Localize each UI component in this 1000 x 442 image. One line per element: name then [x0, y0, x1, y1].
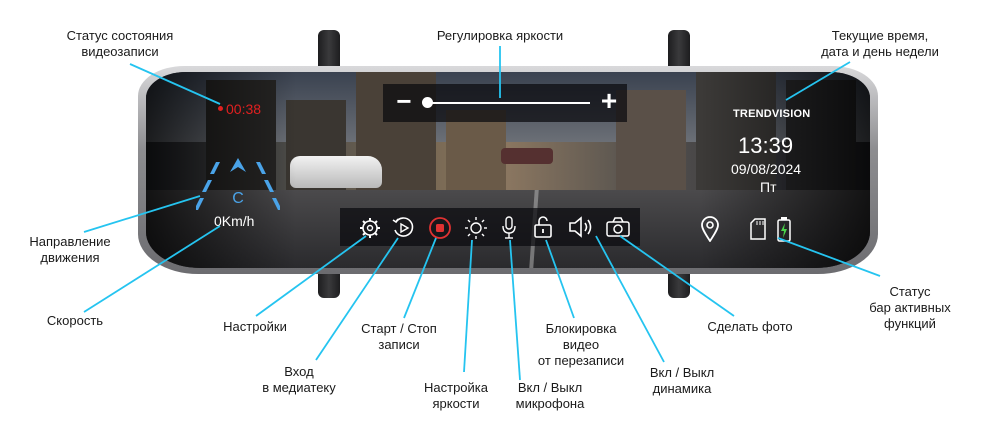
speaker-icon[interactable] [567, 215, 595, 239]
building [446, 110, 506, 190]
location-pin-icon [701, 216, 719, 242]
callout-lock: Блокировка видео от перезаписи [537, 321, 625, 368]
brightness-plus-button[interactable]: + [600, 85, 618, 116]
speed-readout: 0Km/h [214, 213, 255, 229]
car-taillights [501, 148, 553, 164]
callout-speed: Скорость [46, 313, 104, 328]
callout-speaker: Вкл / Выкл динамика [649, 365, 715, 396]
brand-logo: TRENDVISION [733, 108, 811, 120]
brightness-slider-knob[interactable] [422, 97, 433, 108]
callout-brightness-cfg: Настройка яркости [424, 380, 488, 411]
callout-photo: Сделать фото [707, 319, 793, 334]
lock-icon[interactable] [533, 215, 553, 239]
clock-date: 09/08/2024 [731, 161, 802, 177]
control-bar [340, 208, 640, 246]
building [616, 90, 686, 190]
gear-icon[interactable] [359, 217, 381, 239]
direction-letter: C [232, 190, 244, 207]
mount-strap-top-right [668, 30, 690, 72]
callout-mic: Вкл / Выкл микрофона [515, 380, 585, 411]
brightness-slider-track[interactable] [424, 102, 590, 104]
white-car [290, 156, 382, 188]
media-play-icon[interactable] [391, 216, 415, 240]
callout-direction: Направление движения [29, 234, 111, 265]
mount-strap-top-left [318, 30, 340, 72]
callout-start-stop: Старт / Стоп записи [361, 321, 437, 352]
battery-icon [777, 217, 791, 242]
callout-media: Вход в медиатеку [262, 364, 336, 395]
callout-settings: Настройки [223, 319, 287, 334]
sd-card-icon [750, 218, 766, 240]
clock-time: 13:39 [738, 133, 794, 158]
callout-rec-status: Статус состояния видеозаписи [66, 28, 174, 59]
callout-datetime: Текущие время, дата и день недели [821, 28, 939, 59]
callout-brightness-adj: Регулировка яркости [436, 28, 564, 43]
callout-status-bar: Статус бар активных функций [869, 284, 951, 331]
brightness-sun-icon[interactable] [464, 216, 488, 240]
rec-time: 00:38 [226, 101, 262, 117]
camera-icon[interactable] [605, 216, 631, 238]
rec-dot [218, 106, 223, 111]
clock-weekday: Пт [760, 179, 777, 195]
record-stop-icon[interactable] [429, 217, 451, 239]
microphone-icon[interactable] [500, 215, 518, 241]
brightness-minus-button[interactable]: − [396, 86, 412, 116]
